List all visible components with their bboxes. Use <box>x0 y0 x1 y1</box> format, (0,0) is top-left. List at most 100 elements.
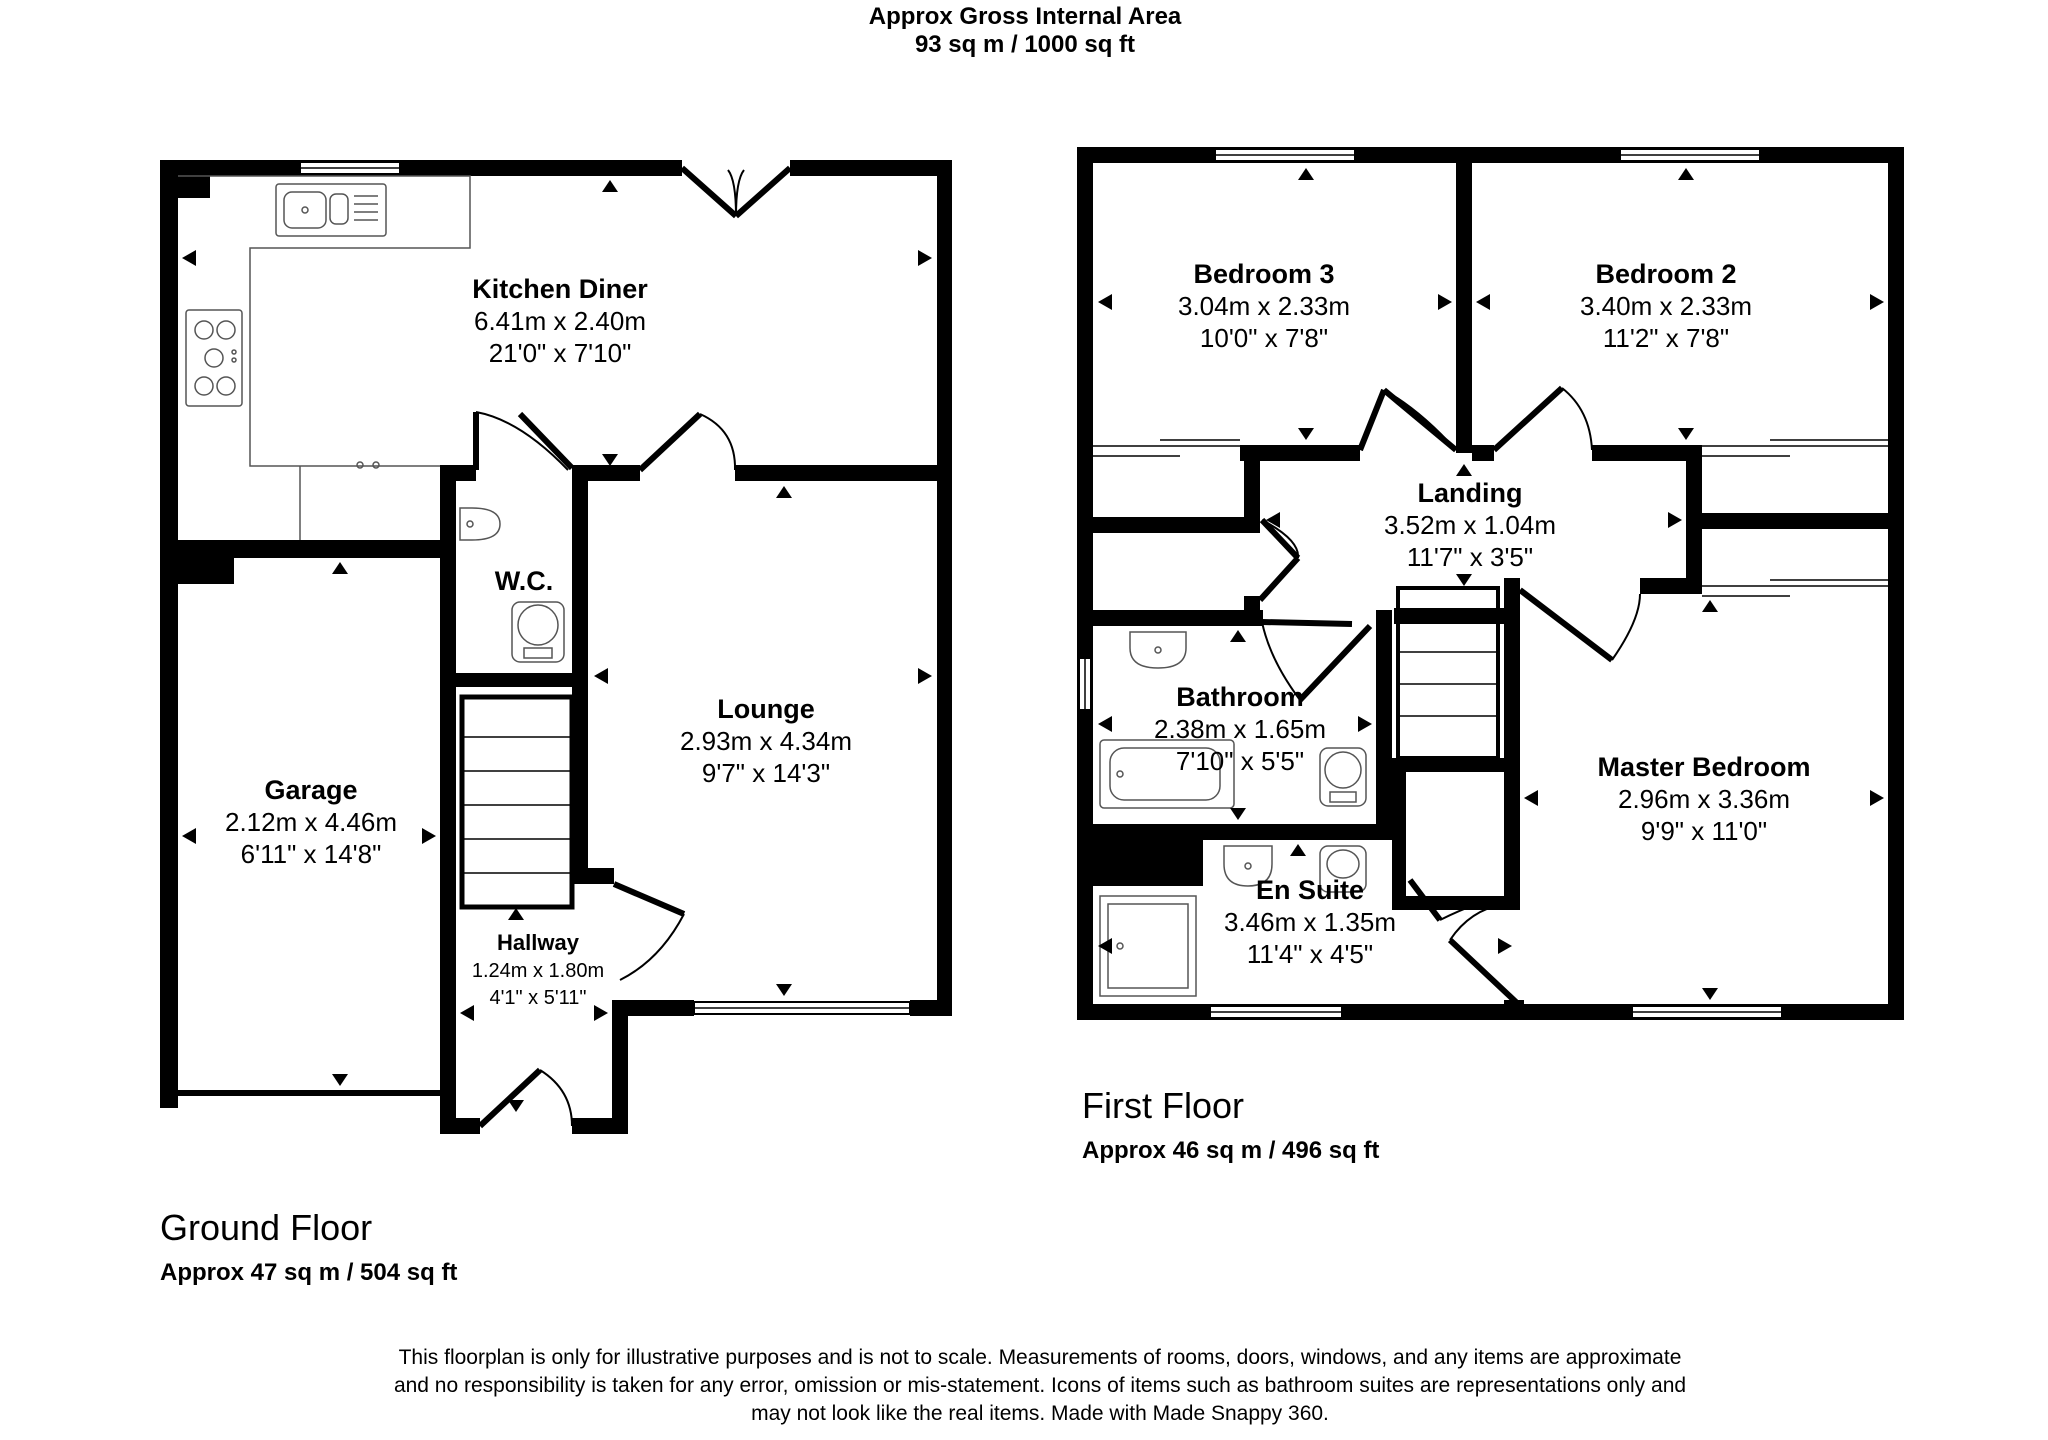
gross-area-label: Approx Gross Internal Area <box>869 3 1182 30</box>
first-floor-area: Approx 46 sq m / 496 sq ft <box>1082 1137 1379 1164</box>
ground-floor-plan: Kitchen Diner 6.41m x 2.40m 21'0" x 7'10… <box>160 160 952 1134</box>
gf-lounge-hall-stub <box>572 868 614 884</box>
kitchen-imperial: 21'0" x 7'10" <box>489 338 632 368</box>
bedroom2-name: Bedroom 2 <box>1595 259 1736 289</box>
ff-master-left-wall <box>1504 578 1520 900</box>
ground-floor-area: Approx 47 sq m / 504 sq ft <box>160 1259 457 1286</box>
ff-top-wall <box>1077 147 1904 163</box>
master-bedroom-imperial: 9'9" x 11'0" <box>1641 816 1767 846</box>
landing-name: Landing <box>1418 478 1523 508</box>
gf-left-wall <box>160 160 178 1108</box>
ff-wardrobes <box>1093 439 1888 597</box>
bedroom3-imperial: 10'0" x 7'8" <box>1200 323 1328 353</box>
ff-ensuite-block <box>1093 824 1203 886</box>
master-bedroom-metric: 2.96m x 3.36m <box>1618 784 1790 814</box>
ff-master-door <box>1518 587 1641 663</box>
gf-wc-bottom-wall <box>456 673 572 687</box>
ff-stair-bottom <box>1392 758 1520 772</box>
ground-floor-title: Ground Floor <box>160 1207 372 1248</box>
ff-master-door-jamb <box>1504 1000 1524 1020</box>
master-bedroom-name: Master Bedroom <box>1597 752 1810 782</box>
ff-bed2-bottom-a <box>1592 445 1702 461</box>
ff-master-top-right <box>1686 513 1904 529</box>
ff-dimension-markers <box>1098 168 1884 1000</box>
garage-imperial: 6'11" x 14'8" <box>241 839 382 869</box>
gf-lounge-top-left <box>588 465 640 481</box>
bathroom-name: Bathroom <box>1176 682 1304 712</box>
ff-cupboard-left-wall <box>1392 758 1406 910</box>
hob-icon <box>185 309 243 407</box>
gf-lounge-bottom-left <box>612 1000 694 1016</box>
lounge-metric: 2.93m x 4.34m <box>680 726 852 756</box>
ff-ensuite-door <box>1440 901 1519 1005</box>
kitchen-worktop <box>178 175 471 467</box>
bedroom2-metric: 3.40m x 2.33m <box>1580 291 1752 321</box>
gf-hall-lounge-door <box>612 881 686 981</box>
bathroom-metric: 2.38m x 1.65m <box>1154 714 1326 744</box>
gf-lounge-door <box>637 411 737 473</box>
hallway-imperial: 4'1" x 5'11" <box>489 987 586 1009</box>
bedroom2-imperial: 11'2" x 7'8" <box>1603 323 1729 353</box>
gf-right-wall <box>937 160 952 1012</box>
gf-dimension-markers <box>182 180 932 1112</box>
gf-lounge-top-right <box>735 465 952 481</box>
gf-wc-lounge-wall <box>572 465 588 883</box>
bath-icon <box>1099 739 1235 809</box>
ff-bathroom-door <box>1261 619 1373 703</box>
garage-name: Garage <box>264 775 357 805</box>
disclaimer-line-3: may not look like the real items. Made w… <box>751 1402 1329 1425</box>
gf-top-wall-right <box>790 160 952 176</box>
gf-hall-left-wall <box>440 465 456 1133</box>
ensuite-imperial: 11'4" x 4'5" <box>1247 939 1373 969</box>
lounge-imperial: 9'7" x 14'3" <box>702 758 830 788</box>
garage-metric: 2.12m x 4.46m <box>225 807 397 837</box>
sink-icon <box>275 183 387 237</box>
gf-corner-block <box>160 160 210 198</box>
ff-cupboard-door <box>1257 517 1301 603</box>
wc-basin-icon <box>459 507 501 541</box>
ensuite-name: En Suite <box>1256 875 1364 905</box>
ff-bathroom-right-wall <box>1376 610 1392 826</box>
gf-wc-door <box>473 411 575 471</box>
gf-garage-pillar <box>178 558 234 584</box>
wc-name: W.C. <box>495 566 554 596</box>
ff-bed3-door <box>1357 387 1458 453</box>
gf-garage-door-line <box>178 1090 440 1096</box>
gf-hall-right-wall <box>612 1000 628 1134</box>
bedroom3-metric: 3.04m x 2.33m <box>1178 291 1350 321</box>
bathroom-basin-icon <box>1129 631 1187 669</box>
ff-left-wall <box>1077 147 1093 1020</box>
gf-kitchen-garage-wall <box>178 540 448 558</box>
disclaimer-line-1: This floorplan is only for illustrative … <box>399 1346 1682 1369</box>
ff-bed3-cupboard-wall <box>1244 445 1260 533</box>
ff-bed3-bottom-a <box>1240 445 1360 461</box>
ff-cupboard-top-wall <box>1093 517 1260 533</box>
kitchen-name: Kitchen Diner <box>472 274 648 304</box>
wc-toilet-icon <box>511 601 565 663</box>
ensuite-basin-icon <box>1223 845 1273 887</box>
first-floor-title: First Floor <box>1082 1085 1244 1126</box>
gf-stairs <box>459 694 575 910</box>
ff-stairs <box>1396 586 1500 760</box>
gf-hall-bottom-left <box>440 1118 480 1134</box>
ensuite-metric: 3.46m x 1.35m <box>1224 907 1396 937</box>
hallway-metric: 1.24m x 1.80m <box>472 960 604 982</box>
hallway-name: Hallway <box>497 930 580 955</box>
gf-lounge-bottom-right <box>910 1000 952 1016</box>
first-floor-plan: Bedroom 3 3.04m x 2.33m 10'0" x 7'8" Bed… <box>1077 147 1904 1020</box>
ff-stair-top <box>1394 608 1520 624</box>
gross-area-value: 93 sq m / 1000 sq ft <box>915 31 1135 58</box>
ff-bed-divider <box>1456 163 1472 453</box>
bathroom-imperial: 7'10" x 5'5" <box>1176 746 1304 776</box>
gf-front-door <box>477 1067 573 1129</box>
landing-metric: 3.52m x 1.04m <box>1384 510 1556 540</box>
gf-french-doors <box>680 165 792 219</box>
ff-right-wall <box>1888 147 1904 1020</box>
lounge-name: Lounge <box>717 694 814 724</box>
ff-bathroom-top-stub <box>1244 596 1260 626</box>
gf-top-wall-left <box>160 160 682 176</box>
ff-bed2-door <box>1491 385 1593 453</box>
ff-landing-right-wall <box>1686 513 1702 594</box>
disclaimer-line-2: and no responsibility is taken for any e… <box>394 1374 1686 1397</box>
